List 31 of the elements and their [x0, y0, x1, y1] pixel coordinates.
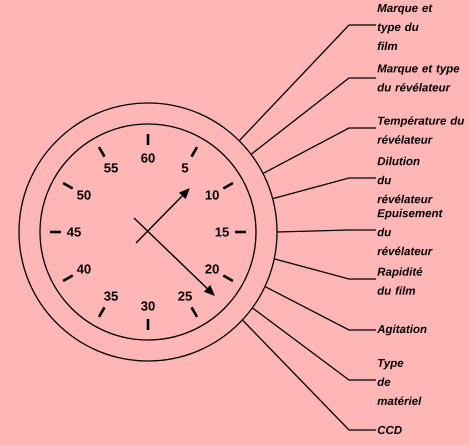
callout-label: CCD [378, 426, 402, 434]
leader-line [251, 77, 376, 154]
leader-line [278, 229, 376, 233]
dial-number: 10 [206, 190, 219, 200]
dial-number: 20 [205, 264, 219, 274]
callout-label: Dilution du révélateur [377, 156, 433, 204]
callout-label: Agitation [376, 324, 427, 336]
dial-number: 55 [104, 163, 118, 172]
dial-number: 60 [141, 153, 155, 163]
dial-number: 45 [66, 227, 81, 237]
dial-number: 25 [178, 292, 192, 301]
dial-number: 5 [182, 163, 188, 172]
callout-label: Marque et type du révélateur [377, 64, 460, 92]
leader-line [239, 24, 376, 141]
dial-number: 35 [104, 292, 118, 301]
callout-label: Epuisement du révélateur [377, 208, 443, 256]
dial-number: 40 [76, 264, 91, 274]
callout-label: Rapidité du film [377, 267, 422, 295]
clock-ring [18, 102, 278, 362]
leader-line [242, 320, 376, 431]
callout-label: Marque et type du film [377, 4, 433, 50]
leader-line [265, 286, 376, 331]
callout-label: Température du révélateur [377, 116, 464, 144]
dial-number: 30 [141, 301, 155, 311]
callout-label: Type de matériel [377, 359, 422, 406]
leader-line [263, 127, 376, 174]
dial-number: 50 [77, 190, 91, 200]
leader-line [274, 258, 376, 280]
leader-line [273, 177, 376, 200]
leader-line [252, 308, 376, 381]
dial-number: 15 [216, 227, 229, 237]
